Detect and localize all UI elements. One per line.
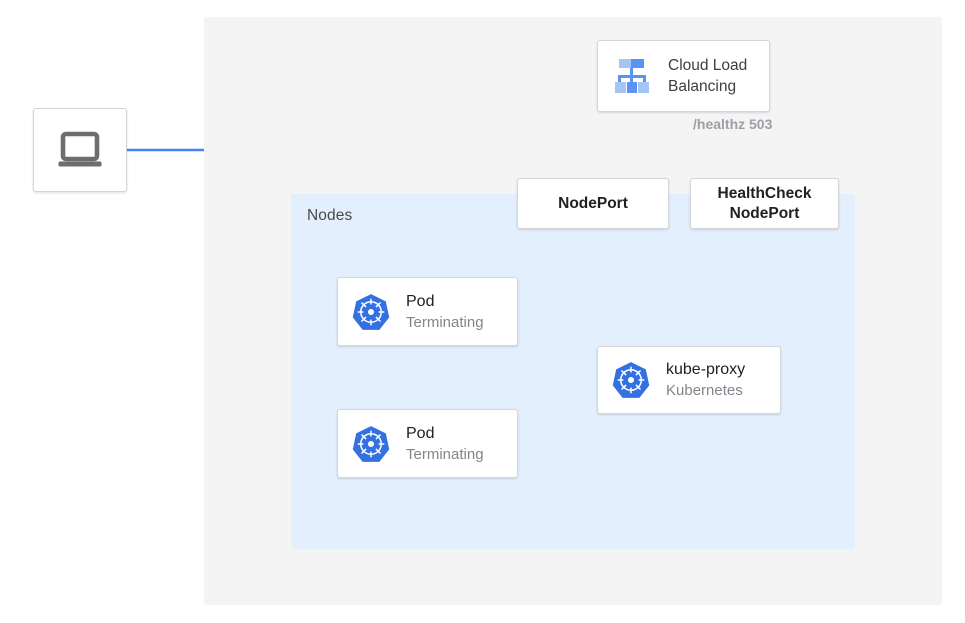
cloud-load-balancing-title-line1: Cloud Load — [668, 57, 748, 74]
pod-1-title: Pod — [406, 292, 435, 310]
healthcheck-nodeport-node[interactable]: HealthCheck NodePort — [690, 178, 839, 229]
kubernetes-icon — [352, 293, 390, 331]
healthz-status-label: /healthz 503 — [693, 116, 773, 132]
kube-proxy-node[interactable]: kube-proxy Kubernetes — [597, 346, 781, 414]
client-node[interactable] — [33, 108, 127, 192]
pod-2-title: Pod — [406, 424, 435, 442]
pod-node-2[interactable]: Pod Terminating — [337, 409, 518, 478]
pod-node-1[interactable]: Pod Terminating — [337, 277, 518, 346]
cloud-load-balancing-icon — [612, 57, 652, 95]
healthcheck-nodeport-label-line1: HealthCheck — [717, 184, 812, 202]
pod-2-subtitle: Terminating — [406, 445, 484, 463]
pod-1-subtitle: Terminating — [406, 313, 484, 331]
healthcheck-nodeport-label-line2: NodePort — [729, 204, 800, 222]
cloud-load-balancing-title-line2: Balancing — [668, 78, 737, 95]
cloud-load-balancing-node[interactable]: Cloud Load Balancing — [597, 40, 770, 112]
kubernetes-icon — [352, 425, 390, 463]
nodes-group-label: Nodes — [307, 207, 353, 224]
nodeport-node[interactable]: NodePort — [517, 178, 669, 229]
kube-proxy-subtitle: Kubernetes — [666, 382, 743, 399]
kube-proxy-title: kube-proxy — [666, 361, 746, 378]
nodeport-label: NodePort — [558, 194, 628, 212]
laptop-icon — [57, 131, 103, 169]
kubernetes-icon — [612, 361, 650, 399]
